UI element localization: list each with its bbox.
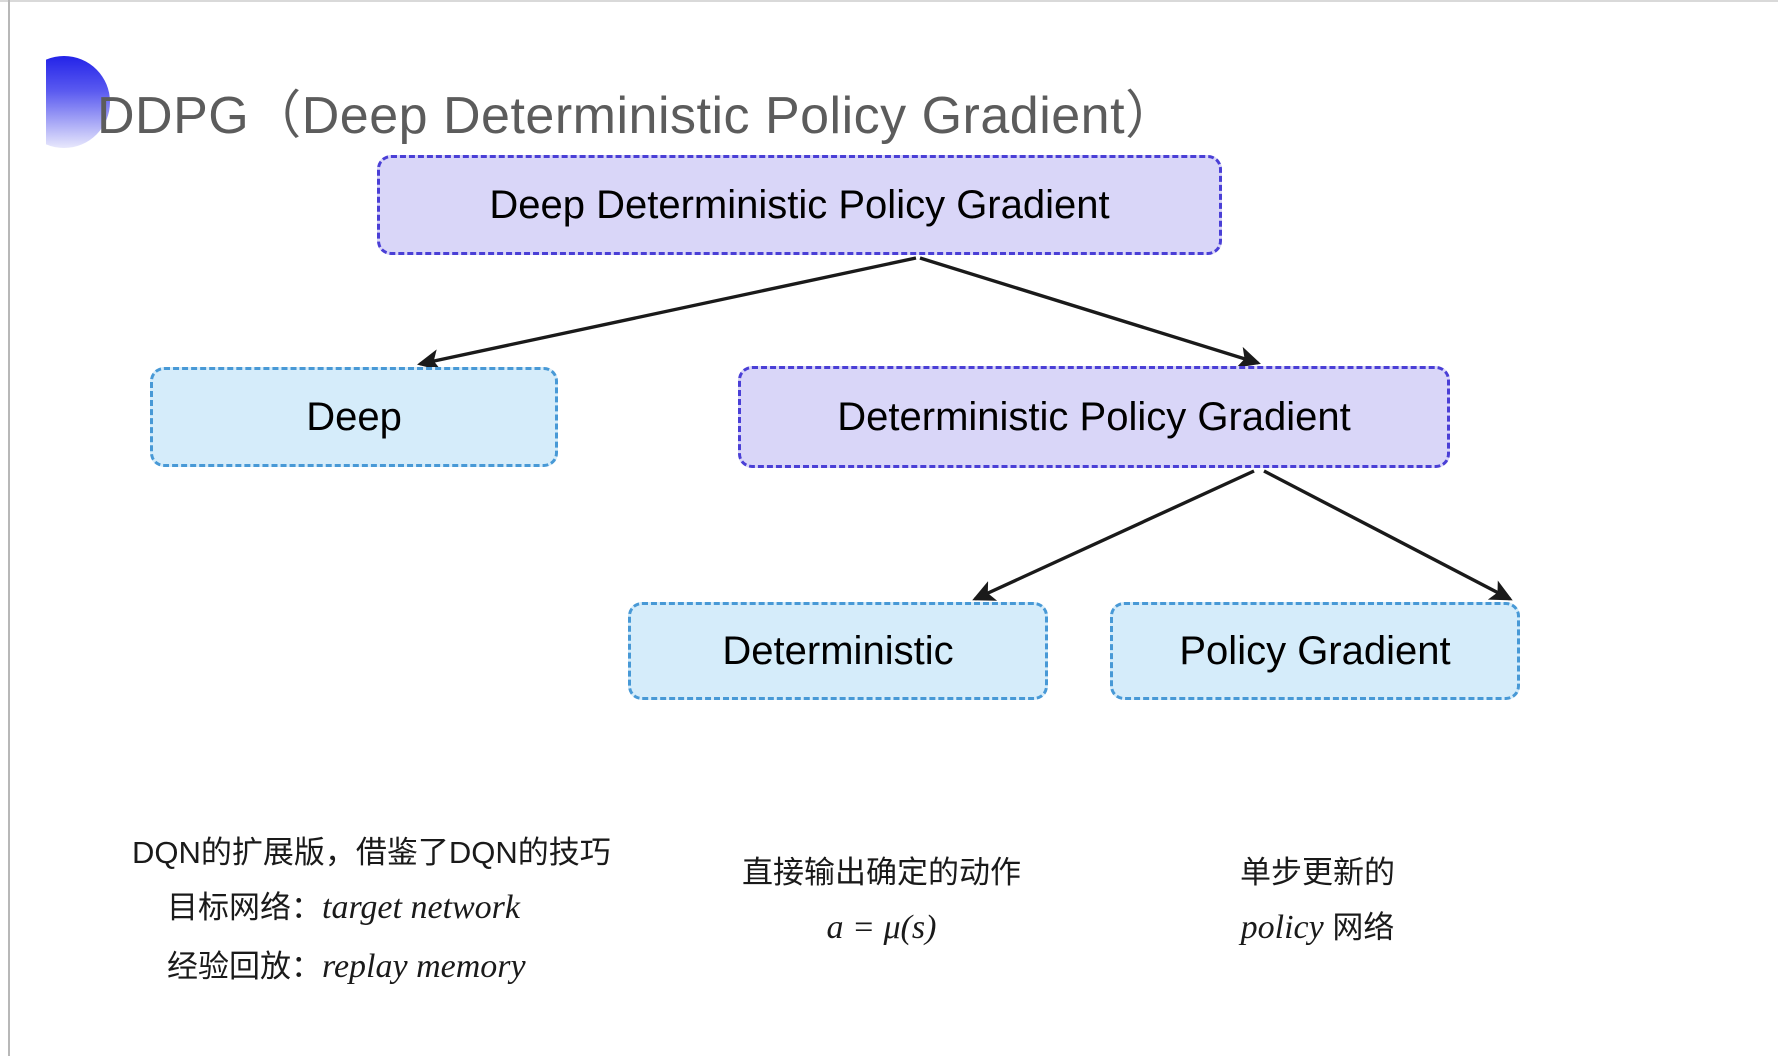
caption-deterministic-line1: 直接输出确定的动作 xyxy=(742,855,1021,890)
node-deterministic-policy-gradient[interactable]: Deterministic Policy Gradient xyxy=(738,366,1450,468)
caption-deep: DQN的扩展版，借鉴了DQN的技巧 目标网络：target network 经验… xyxy=(132,826,611,996)
edge-root-to-dpg xyxy=(919,256,1261,368)
node-deep-deterministic-policy-gradient[interactable]: Deep Deterministic Policy Gradient xyxy=(377,155,1222,255)
caption-policy-gradient-line1: 单步更新的 xyxy=(1240,855,1395,890)
caption-deterministic: 直接输出确定的动作 a = μ(s) xyxy=(742,846,1021,958)
node-policy-gradient[interactable]: Policy Gradient xyxy=(1110,602,1520,700)
node-label: Deep Deterministic Policy Gradient xyxy=(489,183,1110,227)
edge-root-to-deep xyxy=(417,256,917,371)
caption-policy-gradient-tail: 网络 xyxy=(1323,910,1395,946)
node-label: Deep xyxy=(306,395,402,439)
node-deep[interactable]: Deep xyxy=(150,367,558,467)
node-label: Policy Gradient xyxy=(1179,629,1451,673)
caption-policy-gradient-term: policy xyxy=(1240,909,1324,947)
slide-top-divider xyxy=(0,0,1778,2)
caption-deep-line2: 目标网络：target network xyxy=(132,879,611,937)
caption-deterministic-formula: a = μ(s) xyxy=(826,909,937,947)
caption-deep-line1: DQN的扩展版，借鉴了DQN的技巧 xyxy=(132,835,611,870)
caption-deep-line2-term: target network xyxy=(322,889,520,927)
edge-dpg-to-policy-gradient xyxy=(1263,469,1513,601)
caption-deep-line3-term: replay memory xyxy=(322,947,526,985)
caption-deep-line3-label: 经验回放： xyxy=(167,948,322,984)
page-title: DDPG（Deep Deterministic Policy Gradient） xyxy=(97,87,1178,145)
node-deterministic[interactable]: Deterministic xyxy=(628,602,1048,700)
node-label: Deterministic Policy Gradient xyxy=(837,395,1351,439)
caption-policy-gradient: 单步更新的 policy 网络 xyxy=(1240,846,1395,958)
node-label: Deterministic xyxy=(722,629,954,673)
edge-dpg-to-deterministic xyxy=(972,469,1255,601)
caption-policy-gradient-line2: policy 网络 xyxy=(1240,899,1395,957)
caption-deep-line3: 经验回放：replay memory xyxy=(132,938,611,996)
slide-left-divider xyxy=(8,0,10,1056)
caption-deep-line2-label: 目标网络： xyxy=(167,890,322,926)
